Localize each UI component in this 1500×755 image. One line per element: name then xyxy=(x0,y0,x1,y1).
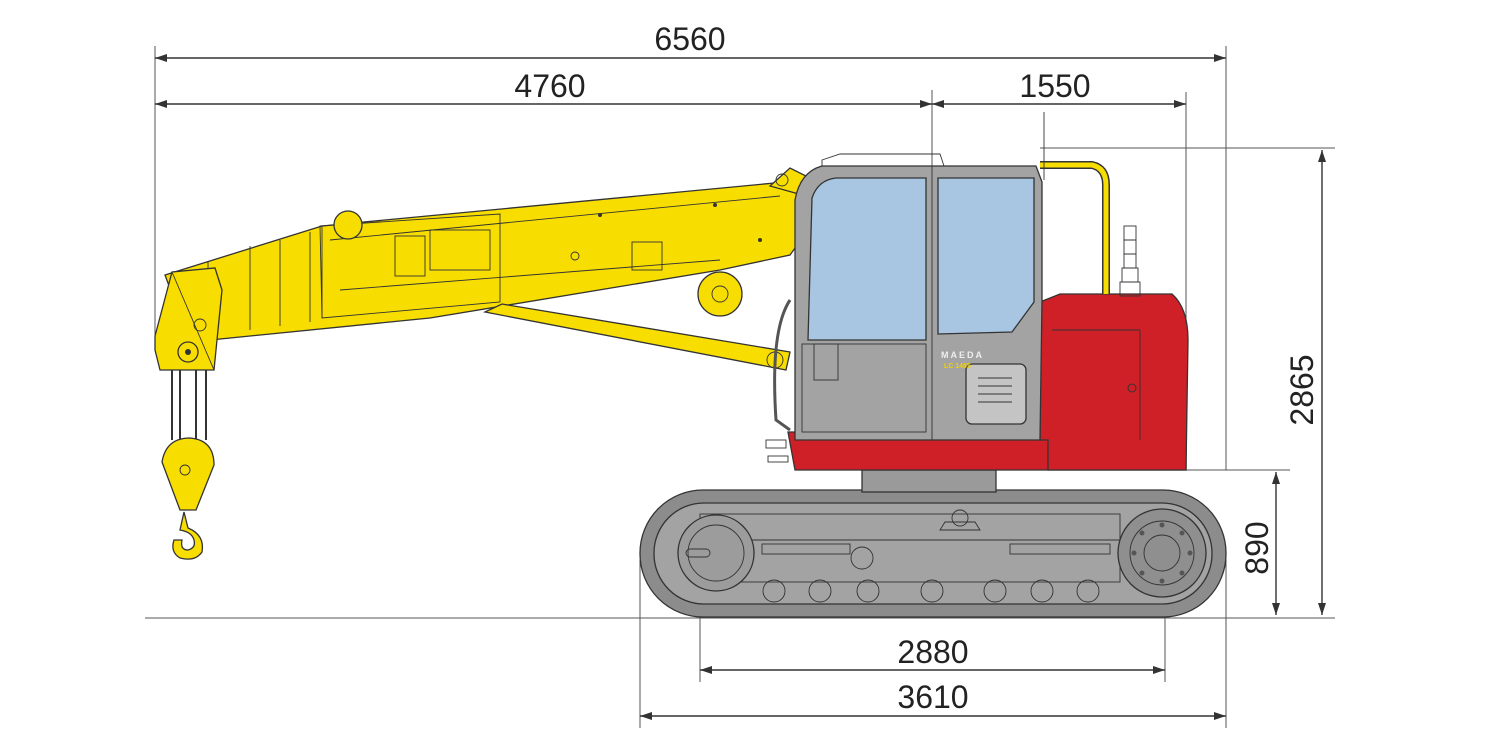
dim-track-length: 3610 xyxy=(897,679,968,715)
dim-overall-height: 2865 xyxy=(1284,354,1320,425)
model-badge: LC 1485 xyxy=(944,363,971,370)
dimension-labels: 6560 4760 1550 2865 890 2880 3610 xyxy=(514,21,1320,715)
maker-badge: MAEDA xyxy=(941,350,984,360)
beacon-light xyxy=(1119,225,1141,297)
boom-head xyxy=(154,267,223,371)
upper-body xyxy=(765,293,1189,471)
dim-tumbler-distance: 2880 xyxy=(897,634,968,670)
hand-rail xyxy=(1040,162,1109,294)
crawler-track xyxy=(639,489,1227,618)
dim-overall-length: 6560 xyxy=(654,21,725,57)
operator-cabin: MAEDA LC 1485 xyxy=(773,153,1043,441)
dimension-lines xyxy=(155,54,1326,720)
hook-block xyxy=(161,370,215,560)
telescopic-boom xyxy=(164,167,811,343)
dim-boom-to-center: 4760 xyxy=(514,68,585,104)
dim-track-height: 890 xyxy=(1239,521,1275,574)
luffing-cylinder xyxy=(482,303,791,371)
slewing-ring xyxy=(861,469,997,493)
dim-tail-radius: 1550 xyxy=(1019,68,1090,104)
